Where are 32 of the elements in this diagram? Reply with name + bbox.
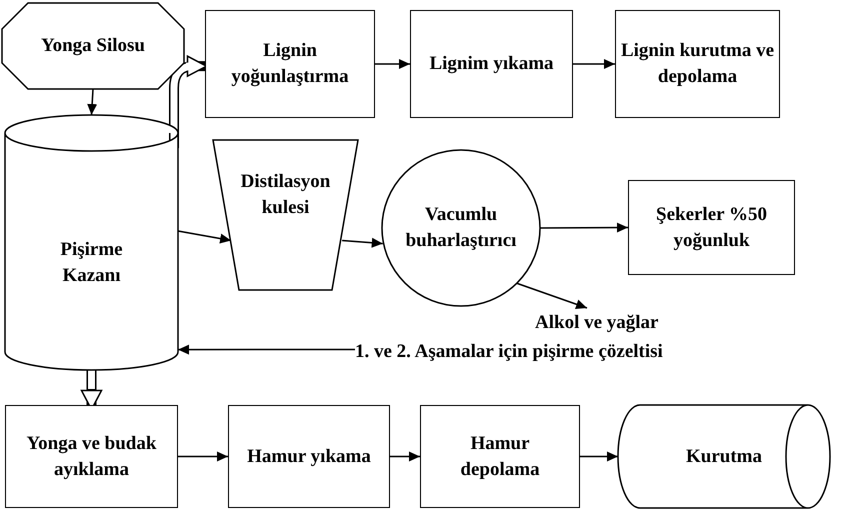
arrow bbox=[580, 452, 618, 462]
process-box bbox=[615, 10, 780, 118]
node-label: Distilasyon kulesi bbox=[240, 170, 332, 220]
node-label: Hamur yıkama bbox=[247, 444, 371, 469]
arrow bbox=[390, 452, 420, 462]
arrow bbox=[516, 282, 588, 310]
process-box bbox=[410, 10, 573, 118]
arrow bbox=[178, 452, 228, 462]
arrow bbox=[87, 88, 98, 116]
arrow bbox=[573, 59, 615, 69]
arrow bbox=[342, 238, 383, 248]
node-label: Lignim yıkama bbox=[429, 52, 554, 76]
note-text: Alkol ve yağlar bbox=[535, 311, 658, 336]
arrow bbox=[178, 230, 232, 244]
node-label: Şekerler %50 yoğunluk bbox=[655, 202, 768, 252]
arrow bbox=[375, 59, 410, 69]
process-box bbox=[228, 405, 390, 508]
node-label: Lignin kurutma ve depolama bbox=[620, 39, 775, 89]
arrow bbox=[178, 344, 355, 355]
node-label: Hamur depolama bbox=[459, 432, 541, 482]
process-box bbox=[5, 405, 178, 508]
note-text: 1. ve 2. Aşamalar için pişirme çözeltisi bbox=[355, 340, 663, 364]
process-box bbox=[628, 180, 795, 275]
node-label: Yonga ve budak ayıklama bbox=[26, 432, 158, 482]
node-label: Kurutma bbox=[686, 444, 762, 469]
node-label: Pişirme Kazanı bbox=[59, 238, 124, 288]
node-label: Yonga Silosu bbox=[40, 34, 146, 58]
arrow bbox=[540, 222, 628, 233]
node-label: Vacumlu buharlaştırıcı bbox=[404, 203, 518, 253]
process-box bbox=[205, 10, 375, 118]
process-box bbox=[420, 405, 580, 508]
node-label: Lignin yoğunlaştırma bbox=[230, 39, 350, 89]
